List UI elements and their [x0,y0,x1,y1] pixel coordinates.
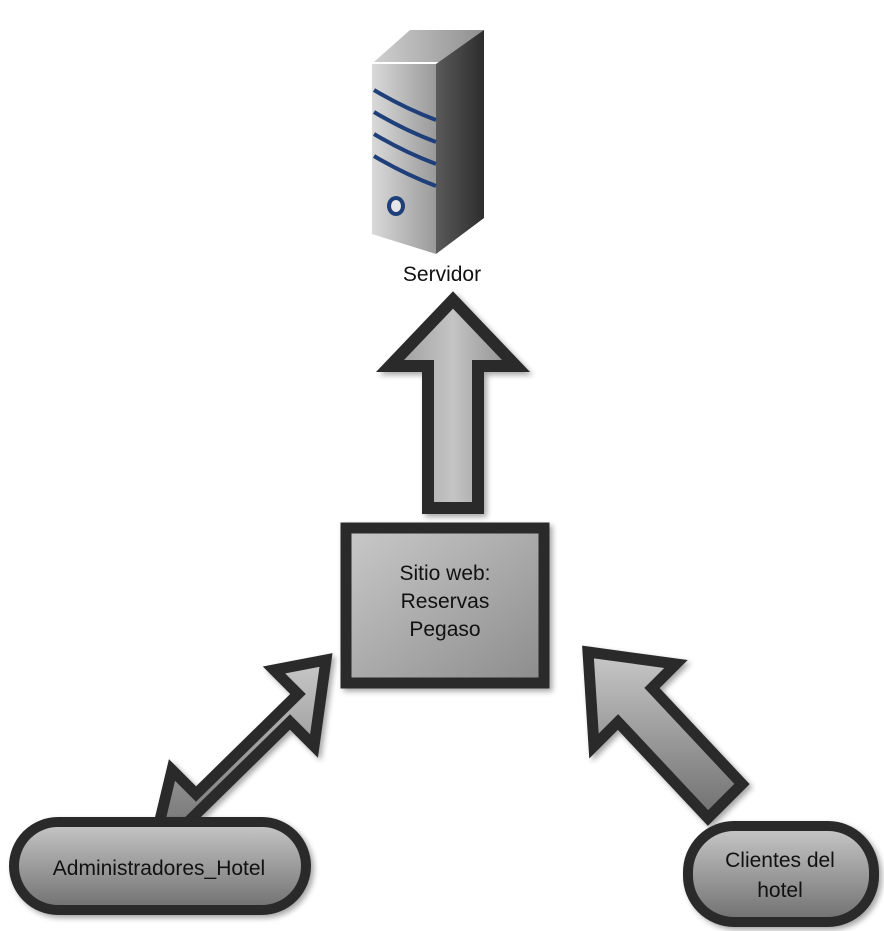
clients-node [683,821,879,927]
website-label-line: Sitio web: [399,562,491,585]
website-label-line: Reservas [400,590,490,613]
server-label: Servidor [402,263,482,286]
website-box [340,522,550,689]
admins-label: Administradores_Hotel [52,857,266,880]
admins-node [9,817,311,915]
clients-label-line: hotel [757,879,803,902]
server-icon [372,30,484,254]
clients-label: Clientes del hotel [686,846,874,906]
website-label-line: Pegaso [409,618,481,641]
clients-label-line: Clientes del [725,849,835,872]
arrow-clients-to-website [582,645,750,826]
website-label: Sitio web: Reservas Pegaso [346,560,544,644]
arrow-website-to-server [375,291,531,514]
